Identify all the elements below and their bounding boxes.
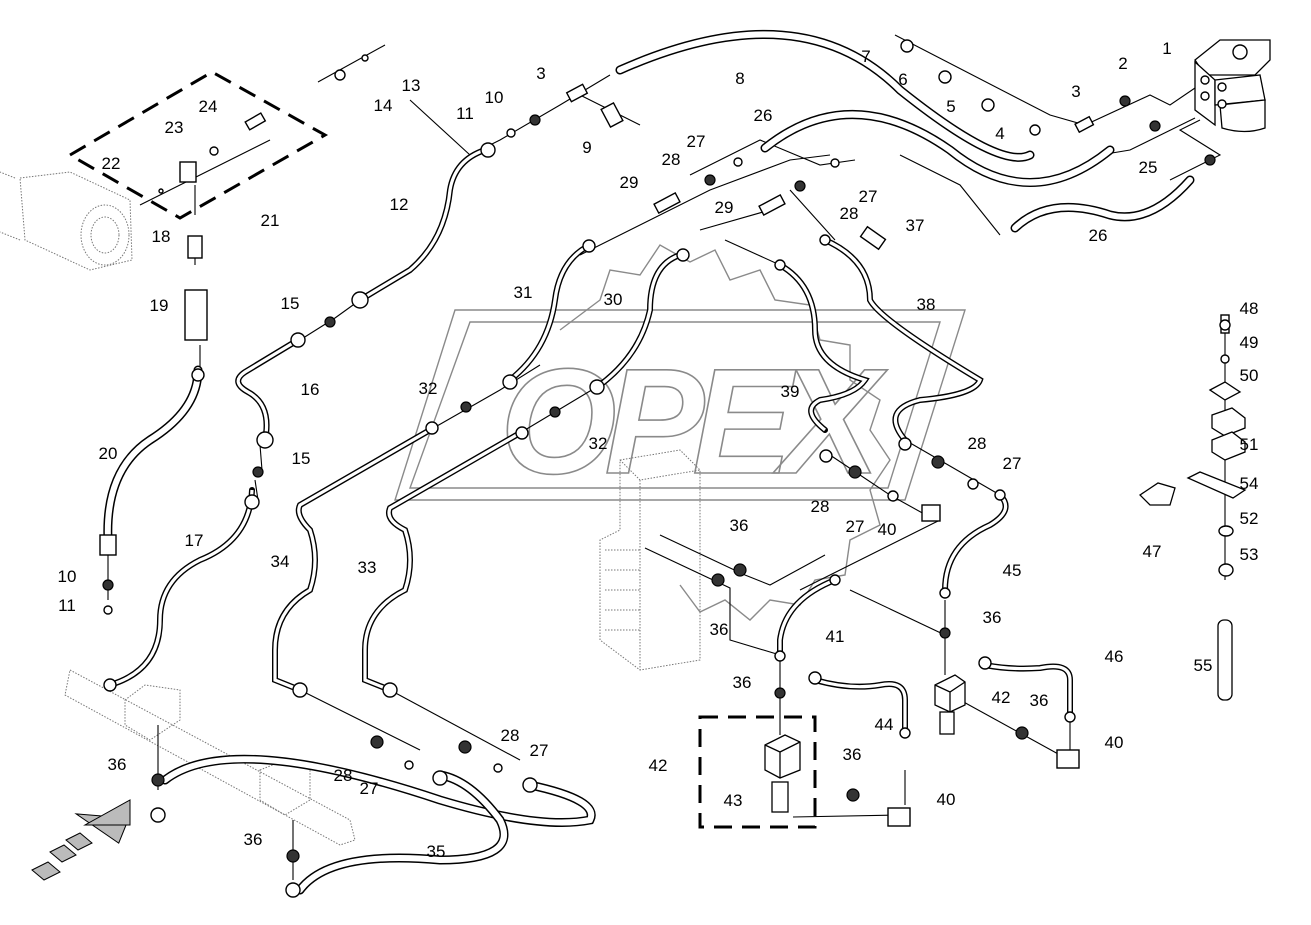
callout-label-44: 44 (875, 715, 894, 734)
callout-label-6: 6 (898, 70, 907, 89)
callout-label-2: 2 (1118, 54, 1127, 73)
callout-label-49: 49 (1240, 333, 1259, 352)
callout-label-5: 5 (946, 97, 955, 116)
callout-label-54: 54 (1240, 474, 1259, 493)
assembly-42-box (698, 715, 817, 829)
callout-label-46: 46 (1105, 647, 1124, 666)
callout-label-9: 9 (582, 138, 591, 157)
pump-ghost (0, 171, 133, 271)
callout-label-32: 32 (419, 379, 438, 398)
callout-label-51: 51 (1240, 435, 1259, 454)
callout-label-27: 27 (687, 132, 706, 151)
callout-label-28: 28 (334, 766, 353, 785)
callout-label-36: 36 (108, 755, 127, 774)
callout-label-26: 26 (754, 106, 773, 125)
callout-label-16: 16 (301, 380, 320, 399)
callout-label-28: 28 (662, 150, 681, 169)
callout-label-7: 7 (861, 47, 870, 66)
valve-block-42 (764, 674, 966, 813)
callout-label-34: 34 (271, 552, 290, 571)
callout-label-17: 17 (185, 531, 204, 550)
clamp-kit (1138, 314, 1247, 701)
callout-label-42: 42 (649, 756, 668, 775)
hoses (103, 29, 1195, 895)
callout-label-36: 36 (733, 673, 752, 692)
steering-unit (1194, 39, 1271, 133)
callout-label-11: 11 (58, 596, 76, 615)
callout-label-37: 37 (906, 216, 925, 235)
callout-label-45: 45 (1003, 561, 1022, 580)
watermark-text: OPEX (500, 337, 888, 505)
callout-label-32: 32 (589, 434, 608, 453)
callout-label-20: 20 (99, 444, 118, 463)
callout-label-36: 36 (1030, 691, 1049, 710)
pipes (107, 147, 1073, 738)
callout-label-26: 26 (1089, 226, 1108, 245)
callout-label-27: 27 (530, 741, 549, 760)
callout-label-27: 27 (846, 517, 865, 536)
callout-label-27: 27 (1003, 454, 1022, 473)
callout-label-36: 36 (730, 516, 749, 535)
callout-label-4: 4 (995, 124, 1004, 143)
callout-label-50: 50 (1240, 366, 1259, 385)
callout-label-3: 3 (536, 64, 545, 83)
callout-label-28: 28 (811, 497, 830, 516)
callout-label-35: 35 (427, 842, 446, 861)
callout-label-13: 13 (402, 76, 421, 95)
callout-label-53: 53 (1240, 545, 1259, 564)
control-valve-ghost (599, 449, 701, 671)
callout-label-39: 39 (781, 382, 800, 401)
watermark-gear-outline (559, 244, 891, 621)
callout-label-36: 36 (843, 745, 862, 764)
steering-cylinder-ghost (64, 669, 356, 846)
callout-label-36: 36 (983, 608, 1002, 627)
callout-label-27: 27 (859, 187, 878, 206)
assembly-21-box (67, 70, 329, 220)
callout-label-15: 15 (281, 294, 300, 313)
callout-label-55: 55 (1194, 656, 1213, 675)
callout-label-31: 31 (514, 283, 533, 302)
callout-label-3: 3 (1071, 82, 1080, 101)
callout-labels: 1234567831011926272829292728252637131424… (58, 39, 1259, 861)
callout-label-8: 8 (735, 69, 744, 88)
callout-label-28: 28 (840, 204, 859, 223)
callout-label-1: 1 (1162, 39, 1171, 58)
callout-label-28: 28 (501, 726, 520, 745)
callout-label-27: 27 (360, 779, 379, 798)
callout-label-38: 38 (917, 295, 936, 314)
callout-label-22: 22 (102, 154, 121, 173)
view-direction-arrow (31, 799, 131, 881)
callout-label-18: 18 (152, 227, 171, 246)
fittings (99, 39, 1216, 898)
callout-label-40: 40 (1105, 733, 1124, 752)
callout-label-28: 28 (968, 434, 987, 453)
callout-label-12: 12 (390, 195, 409, 214)
watermark: OPEX (394, 244, 966, 621)
callout-label-29: 29 (620, 173, 639, 192)
callout-label-14: 14 (374, 96, 393, 115)
callout-label-19: 19 (150, 296, 169, 315)
callout-label-10: 10 (58, 567, 77, 586)
callout-label-10: 10 (485, 88, 504, 107)
callout-label-23: 23 (165, 118, 184, 137)
callout-label-52: 52 (1240, 509, 1259, 528)
callout-label-48: 48 (1240, 299, 1259, 318)
callout-label-40: 40 (878, 520, 897, 539)
callout-label-36: 36 (710, 620, 729, 639)
callout-label-33: 33 (358, 558, 377, 577)
callout-label-21: 21 (261, 211, 280, 230)
callout-label-36: 36 (244, 830, 263, 849)
callout-label-11: 11 (456, 104, 474, 123)
callout-label-47: 47 (1143, 542, 1162, 561)
callout-label-15: 15 (292, 449, 311, 468)
callout-label-24: 24 (199, 97, 218, 116)
callout-label-40: 40 (937, 790, 956, 809)
callout-label-30: 30 (604, 290, 623, 309)
callout-label-42: 42 (992, 688, 1011, 707)
callout-label-43: 43 (724, 791, 743, 810)
callout-label-29: 29 (715, 198, 734, 217)
callout-label-41: 41 (826, 627, 845, 646)
callout-label-25: 25 (1139, 158, 1158, 177)
